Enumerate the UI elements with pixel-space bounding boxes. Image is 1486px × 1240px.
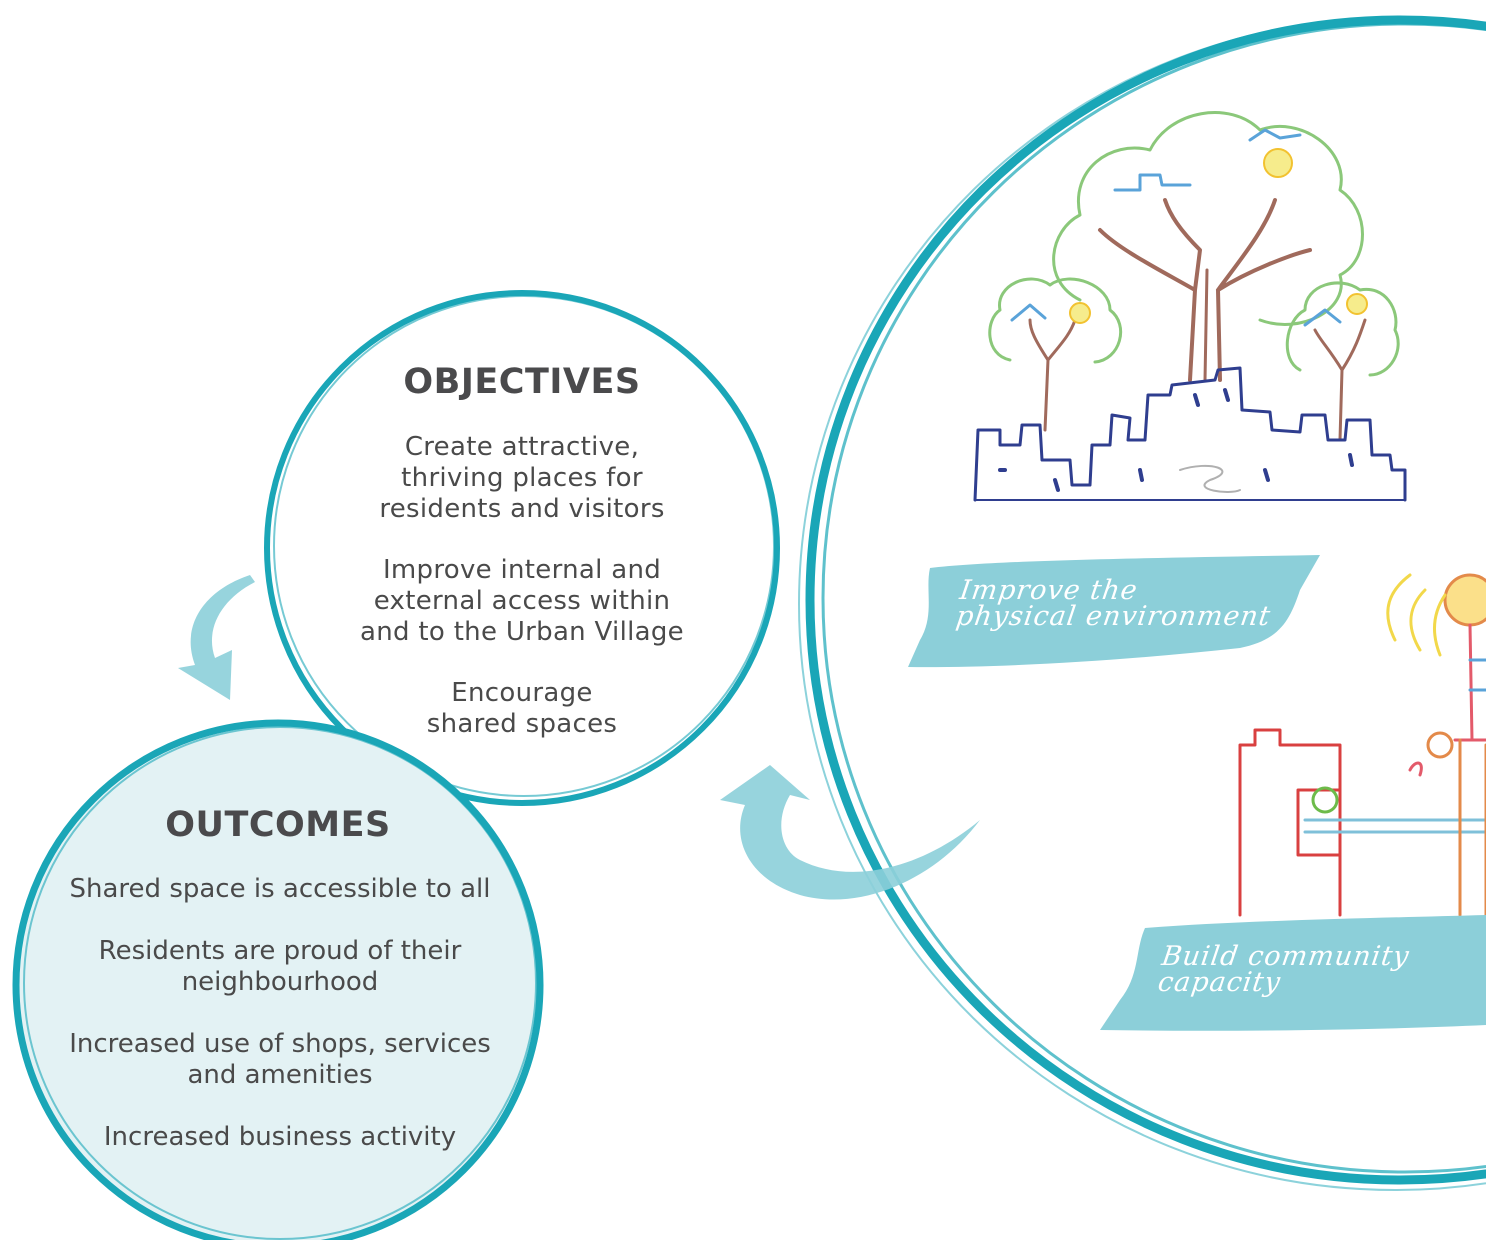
outcomes-circle — [12, 719, 544, 1240]
activity-label-community: Build community capacity — [1156, 941, 1412, 998]
objectives-circle — [264, 290, 780, 806]
outcomes-item: Increased business activity — [103, 1122, 457, 1152]
cycle-arrow-icon — [178, 575, 255, 700]
activity-label-physical: Improve the physical environment — [954, 575, 1273, 632]
outcomes-title: OUTCOMES — [165, 805, 391, 845]
cycle-arrow-icon — [720, 765, 980, 900]
outcomes-item: Shared space is accessible to all — [69, 874, 491, 904]
brush-stroke-community — [1100, 915, 1486, 1031]
objectives-item: Improve internal and external access wit… — [360, 555, 684, 647]
activities-circle — [798, 15, 1486, 1191]
trees-city-illustration — [973, 111, 1407, 502]
objectives-title: OBJECTIVES — [403, 362, 641, 402]
lightbulb-community-illustration — [1238, 573, 1486, 917]
outcomes-item: Residents are proud of their neighbourho… — [98, 936, 462, 997]
brush-stroke-physical — [908, 555, 1320, 668]
outcomes-item: Increased use of shops, services and ame… — [69, 1029, 491, 1090]
objectives-item: Encourage shared spaces — [426, 678, 618, 739]
objectives-item: Create attractive, thriving places for r… — [379, 432, 665, 524]
